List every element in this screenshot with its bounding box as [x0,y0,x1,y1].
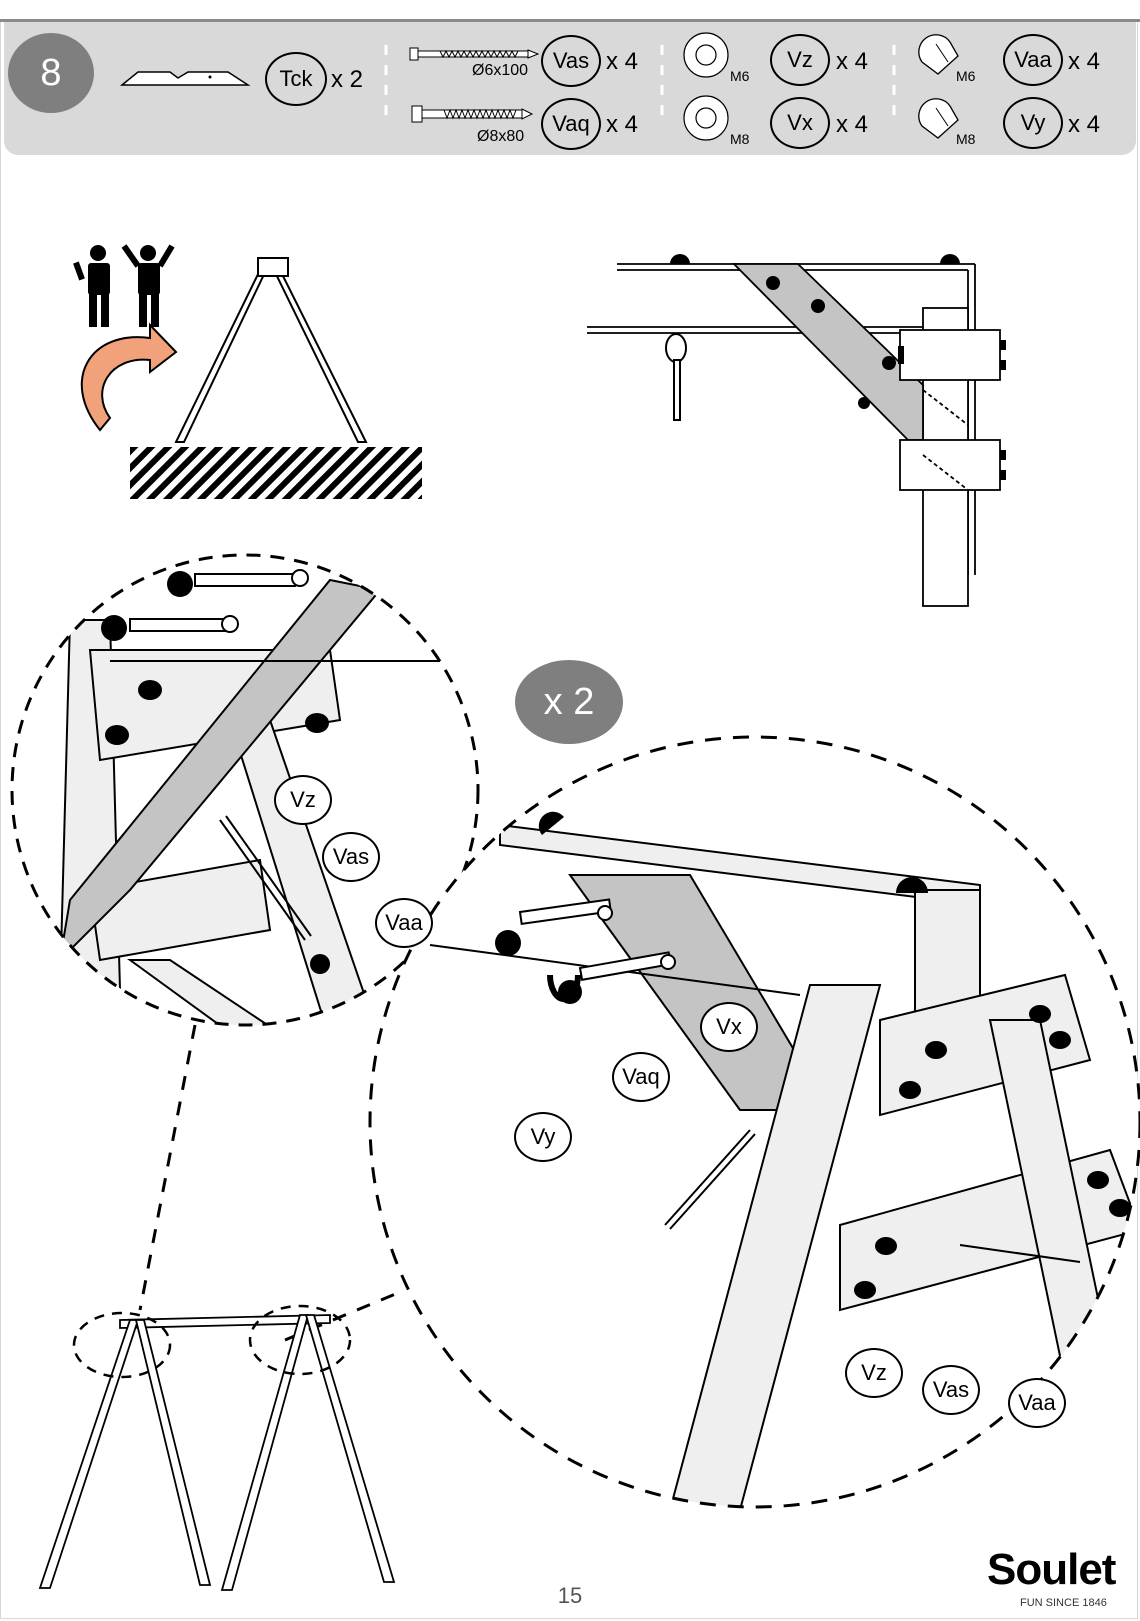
part-code-vaq: Vaq [541,98,601,150]
part-code-vx: Vx [770,97,830,149]
part-code-vy: Vy [1003,97,1063,149]
part-code-vz: Vz [770,34,830,86]
part-thread-vaa: M6 [956,68,976,84]
right-zoom-detail [370,737,1140,1507]
beam-part-icon [119,71,251,86]
brand-tagline: FUN SINCE 1846 [1020,1597,1107,1609]
rotate-arrow-icon [80,322,178,432]
swing-frame-overview [38,1314,396,1591]
part-qty-vaa: x 4 [1068,48,1101,75]
corner-detail [587,263,1001,607]
step-number-badge: 8 [8,33,94,113]
brand-logo: Soulet [987,1545,1116,1594]
callout-vz-right: Vz [845,1348,903,1398]
callout-vaq: Vaq [612,1052,670,1102]
callout-vas-right: Vas [922,1365,980,1415]
repeat-count-badge: x 2 [515,660,623,744]
two-person-icon [73,244,175,327]
page-number: 15 [557,1583,583,1608]
part-qty-vy: x 4 [1068,111,1101,138]
bolt-icon [409,47,540,61]
part-qty-vx: x 4 [836,111,869,138]
callout-vy: Vy [514,1112,572,1162]
bolt-icon [411,105,534,123]
part-code-tck: Tck [265,52,327,106]
part-qty-vas: x 4 [606,48,639,75]
part-thread-vy: M8 [956,131,976,147]
part-size-vas: Ø6x100 [472,62,529,79]
parts-list-art [119,32,959,141]
ground-hatching [130,447,422,499]
part-qty-vaq: x 4 [606,111,639,138]
callout-vas-left: Vas [322,832,380,882]
header-rule [0,0,1140,22]
callout-vaa-right: Vaa [1008,1378,1066,1428]
part-qty-tck: x 2 [331,66,364,93]
part-thread-vz: M6 [730,68,750,84]
part-code-vaa: Vaa [1003,34,1063,86]
part-size-vaq: Ø8x80 [477,128,525,145]
cap-nut-icon [918,34,959,139]
part-code-vas: Vas [541,35,601,87]
callout-vz-left: Vz [274,775,332,825]
part-qty-vz: x 4 [836,48,869,75]
left-zoom-detail [12,555,478,1025]
part-thread-vx: M8 [730,131,750,147]
callout-vaa-left: Vaa [375,898,433,948]
callout-vx: Vx [700,1002,758,1052]
washer-icon [683,32,729,141]
